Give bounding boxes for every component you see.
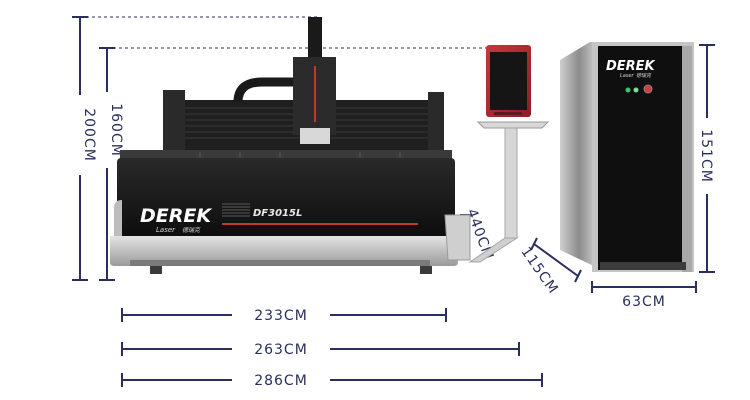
dim-cabinet-height-label: 151CM xyxy=(698,129,714,183)
dim-total-length xyxy=(121,373,543,387)
cabinet-indicator-light xyxy=(633,87,639,93)
console-screen xyxy=(490,52,527,110)
cabinet-brand-cn: 德瑞克 xyxy=(636,72,652,79)
cabinet-right-edge xyxy=(682,46,692,272)
dim-cabinet-width xyxy=(591,281,697,293)
model-stripes xyxy=(222,203,250,217)
bed-slats xyxy=(199,152,401,158)
control-console xyxy=(468,45,550,263)
dim-label-bg xyxy=(698,118,716,194)
dim-depth-263-label: 263CM xyxy=(254,342,308,358)
console-keyboard-tray xyxy=(476,121,550,129)
cabinet-base xyxy=(600,262,686,270)
cable-carrier xyxy=(233,77,300,103)
dim-depth-263 xyxy=(121,342,520,356)
base-shadow xyxy=(130,260,430,266)
dim-console-offset-label: 115CM xyxy=(517,244,561,297)
cabinet-indicator-green xyxy=(625,87,631,93)
machine-brand-sub: Laser xyxy=(156,226,176,234)
z-axis-column xyxy=(308,17,322,59)
dim-label-bg xyxy=(98,92,116,168)
laser-cutting-machine: DEREK Laser 德瑞克 DF3015L xyxy=(110,17,471,274)
dim-total-length-label: 286CM xyxy=(254,373,308,389)
dim-machine-height-label: 160CM xyxy=(108,103,124,157)
cutting-head-nozzle xyxy=(300,128,330,144)
machine-brand-cn: 德瑞克 xyxy=(182,226,201,234)
dim-depth-233 xyxy=(121,308,447,322)
side-drawer xyxy=(444,214,471,261)
console-bottom-trim xyxy=(494,112,522,115)
bed-top xyxy=(120,150,452,160)
dim-overall-height-label: 200CM xyxy=(81,108,97,162)
right-gantry-post xyxy=(428,92,444,152)
electrical-cabinet: DEREK Laser 德瑞克 xyxy=(560,42,694,272)
left-gantry-post xyxy=(163,90,185,155)
console-arm-base xyxy=(468,237,519,263)
foot-right xyxy=(420,266,432,274)
machine-base xyxy=(110,236,458,266)
base-left-curve xyxy=(114,200,122,236)
cabinet-side-panel xyxy=(560,42,598,268)
dim-cabinet-width-label: 63CM xyxy=(622,294,666,310)
cabinet-brand-sub: Laser xyxy=(620,73,635,79)
dim-label-bg xyxy=(71,95,89,175)
cutting-head-red-stripe xyxy=(314,66,316,122)
foot-left xyxy=(150,266,162,274)
dim-console-offset xyxy=(530,237,582,283)
emergency-stop-button xyxy=(643,84,653,94)
cabinet-brand-logo: DEREK xyxy=(606,59,656,74)
cabinet-front-door xyxy=(598,46,688,270)
machine-body xyxy=(117,158,455,238)
dim-depth-233-label: 233CM xyxy=(254,308,308,324)
reference-dashed-lines xyxy=(80,16,530,49)
machine-model-label: DF3015L xyxy=(253,208,302,219)
console-arm xyxy=(504,127,518,239)
machine-brand-logo: DEREK xyxy=(140,205,212,227)
